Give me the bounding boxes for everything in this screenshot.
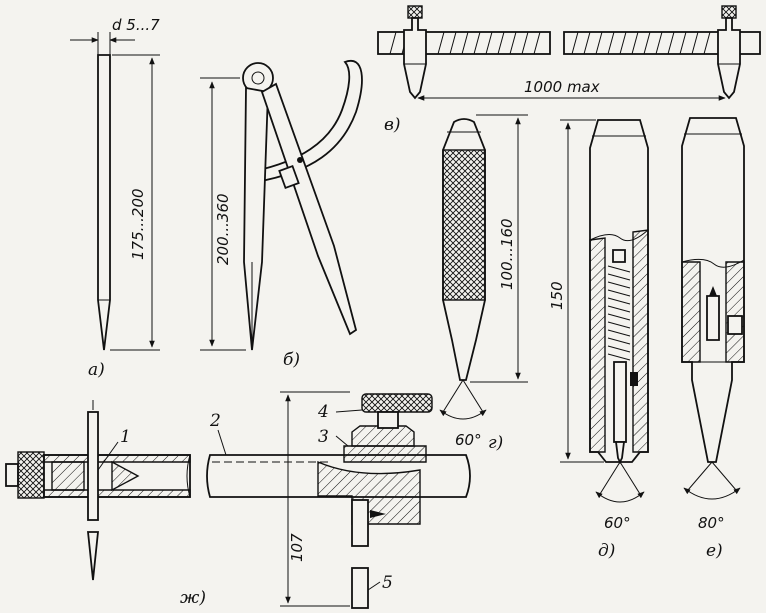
dim-d: d 5...7 [112, 16, 160, 34]
dim-angle-g: 60° [455, 431, 482, 449]
label-zh: ж) [180, 588, 206, 608]
assembly-zh: 1 2 3 4 5 107 ж) [5, 391, 471, 609]
label-v: в) [384, 115, 401, 135]
dim-length-a: 175...200 [129, 188, 147, 260]
trammel-v: 1000 max в) [377, 5, 761, 135]
center-punch-g: 60° 100...160 г) [439, 114, 528, 453]
part-5: 5 [382, 573, 393, 593]
dim-angle-d: 60° [604, 514, 631, 532]
label-b: б) [283, 350, 300, 370]
label-e: е) [706, 541, 723, 561]
label-a: а) [88, 360, 105, 380]
auto-punch-d: 60° 150 д) [548, 119, 649, 561]
dividers-b: 200...360 б) [200, 59, 363, 370]
part-2: 2 [209, 411, 221, 431]
dim-length-v: 1000 max [524, 78, 600, 96]
dim-length-b: 200...360 [214, 193, 232, 265]
part-3: 3 [318, 427, 329, 447]
scriber-a: d 5...7 175...200 а) [70, 16, 160, 380]
label-g: г) [488, 433, 503, 453]
dim-height-zh: 107 [288, 533, 306, 562]
dim-angle-e: 80° [698, 514, 725, 532]
punch-e: 80° е) [681, 117, 745, 561]
label-d: д) [598, 541, 615, 561]
part-4: 4 [317, 402, 329, 422]
part-1: 1 [120, 427, 131, 447]
dim-length-d: 150 [548, 281, 566, 310]
dim-length-g: 100...160 [498, 218, 516, 290]
